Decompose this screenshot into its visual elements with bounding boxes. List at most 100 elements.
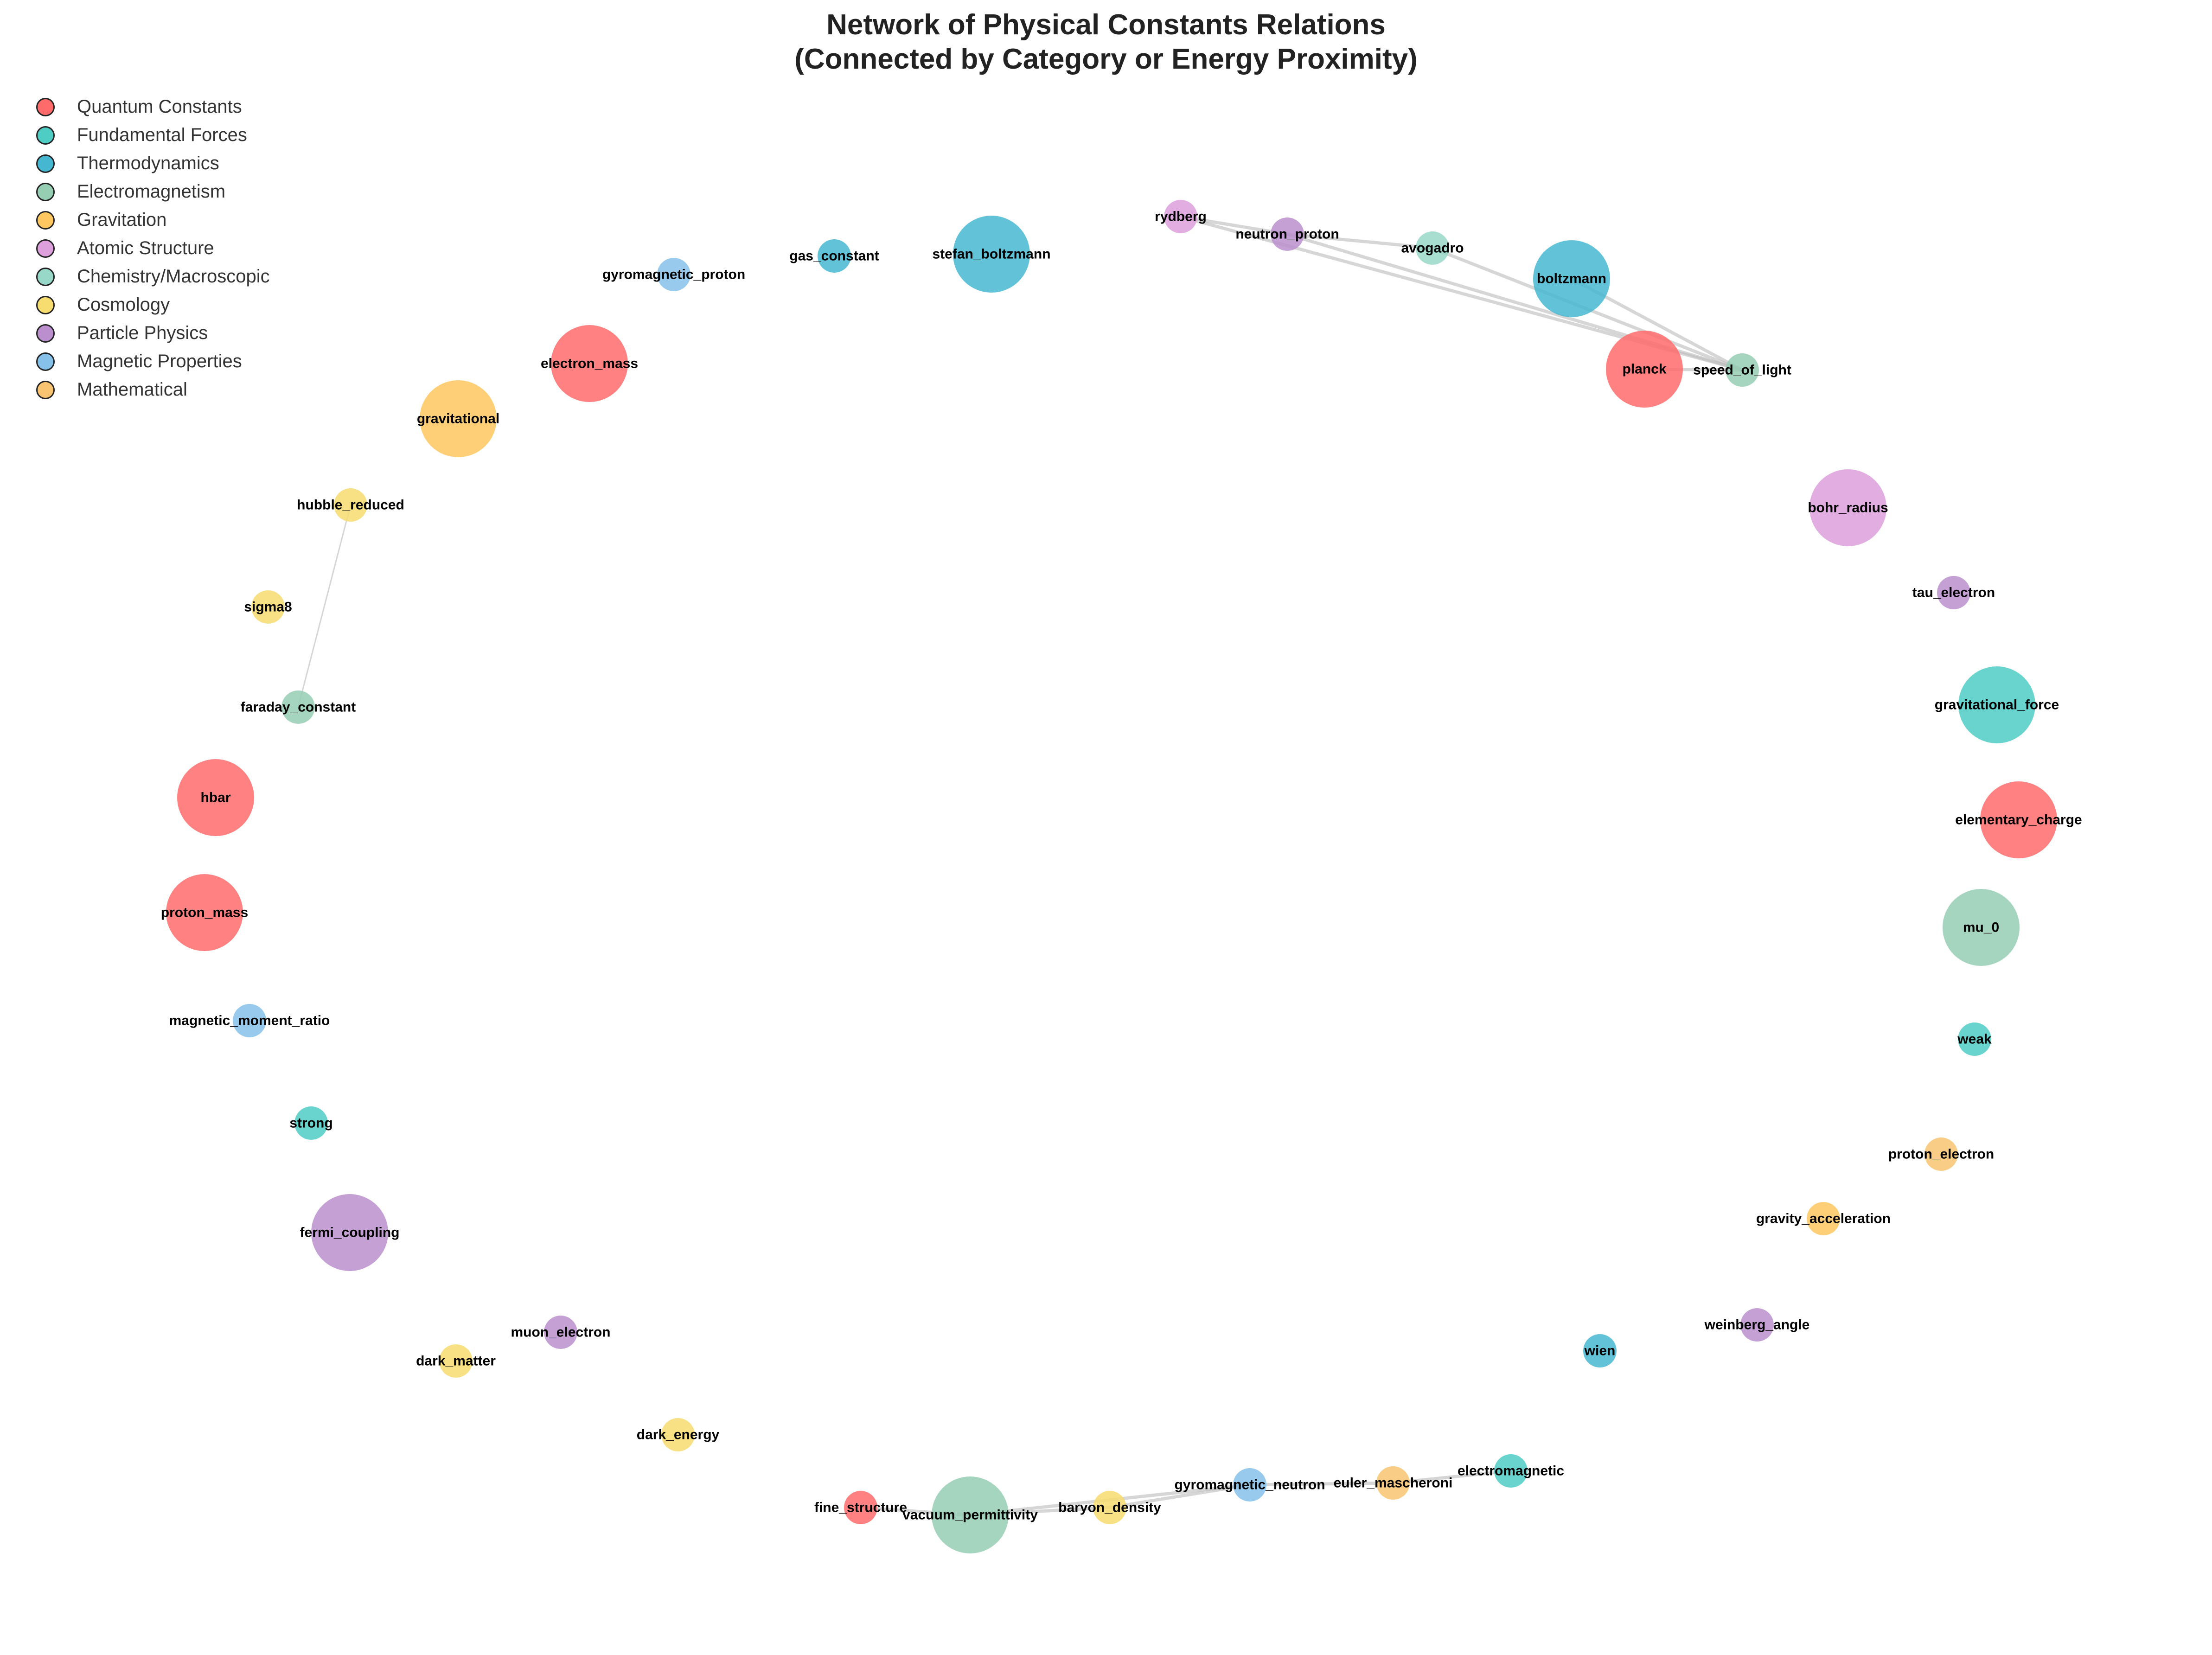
node-dark_matter[interactable]: dark_matter [416,1344,496,1378]
legend-swatch [36,182,55,201]
node-label-faraday_constant: faraday_constant [241,700,356,715]
node-bohr_radius[interactable]: bohr_radius [1808,469,1888,546]
node-circle-hubble_reduced[interactable] [334,488,367,522]
node-circle-magnetic_moment_ratio[interactable] [233,1004,266,1037]
node-circle-euler_mascheroni[interactable] [1376,1466,1410,1500]
node-circle-dark_energy[interactable] [661,1418,695,1451]
node-gas_constant[interactable]: gas_constant [789,239,879,273]
node-circle-boltzmann[interactable] [1533,240,1610,317]
chart-title-line1: Network of Physical Constants Relations [826,9,1386,41]
node-wien[interactable]: wien [1583,1334,1617,1367]
node-dark_energy[interactable]: dark_energy [637,1418,720,1451]
legend-item: Chemistry/Macroscopic [36,262,270,291]
node-circle-gravitational[interactable] [420,380,497,457]
node-circle-baryon_density[interactable] [1093,1491,1126,1524]
node-rydberg[interactable]: rydberg [1155,200,1207,233]
node-gyromagnetic_proton[interactable]: gyromagnetic_proton [602,258,745,291]
node-circle-gyromagnetic_proton[interactable] [657,258,690,291]
node-label-wien: wien [1584,1343,1616,1359]
node-fermi_coupling[interactable]: fermi_coupling [300,1194,400,1271]
node-circle-gyromagnetic_neutron[interactable] [1233,1468,1266,1502]
node-baryon_density[interactable]: baryon_density [1058,1491,1161,1524]
node-circle-gravity_acceleration[interactable] [1807,1202,1840,1235]
node-mu_0[interactable]: mu_0 [1943,889,2020,966]
node-avogadro[interactable]: avogadro [1401,231,1464,265]
node-stefan_boltzmann[interactable]: stefan_boltzmann [932,216,1051,293]
node-circle-gravitational_force[interactable] [1958,666,2035,743]
legend-item: Gravitation [36,206,270,234]
legend-label: Quantum Constants [77,96,242,117]
node-circle-fine_structure[interactable] [844,1491,877,1524]
node-circle-proton_electron[interactable] [1924,1137,1958,1171]
node-circle-gas_constant[interactable] [818,239,851,273]
node-elementary_charge[interactable]: elementary_charge [1955,781,2082,858]
node-circle-rydberg[interactable] [1164,200,1197,233]
legend-label: Chemistry/Macroscopic [77,266,270,287]
edge-rydberg-neutron_proton [1180,215,1288,236]
legend-item: Quantum Constants [36,93,270,121]
node-circle-vacuum_permittivity[interactable] [932,1476,1009,1553]
node-gravitational_force[interactable]: gravitational_force [1935,666,2059,743]
node-label-dark_matter: dark_matter [416,1354,496,1369]
node-faraday_constant[interactable]: faraday_constant [241,690,356,724]
node-vacuum_permittivity[interactable]: vacuum_permittivity [902,1476,1038,1553]
node-strong[interactable]: strong [289,1106,333,1140]
node-circle-electromagnetic[interactable] [1494,1454,1528,1488]
node-gravity_acceleration[interactable]: gravity_acceleration [1756,1202,1891,1235]
legend-swatch [36,324,55,343]
legend-label: Cosmology [77,294,170,315]
node-boltzmann[interactable]: boltzmann [1533,240,1610,317]
node-planck[interactable]: planck [1606,331,1683,408]
node-weak[interactable]: weak [1957,1022,1992,1056]
node-proton_mass[interactable]: proton_mass [161,874,248,951]
node-circle-speed_of_light[interactable] [1726,353,1759,387]
node-circle-stefan_boltzmann[interactable] [953,216,1030,293]
node-magnetic_moment_ratio[interactable]: magnetic_moment_ratio [169,1004,330,1037]
node-circle-bohr_radius[interactable] [1809,469,1886,546]
edge-layer [297,215,1743,1517]
node-label-weinberg_angle: weinberg_angle [1704,1317,1810,1333]
node-circle-fermi_coupling[interactable] [311,1194,388,1271]
node-circle-sigma8[interactable] [251,590,285,624]
node-label-fine_structure: fine_structure [814,1500,907,1515]
node-sigma8[interactable]: sigma8 [244,590,292,624]
node-circle-mu_0[interactable] [1943,889,2020,966]
legend-item: Thermodynamics [36,149,270,178]
node-muon_electron[interactable]: muon_electron [511,1316,611,1349]
node-circle-tau_electron[interactable] [1937,576,1970,609]
edge-hubble_reduced-faraday_constant [297,505,352,708]
node-circle-elementary_charge[interactable] [1980,781,2057,858]
legend-item: Cosmology [36,291,270,319]
node-hbar[interactable]: hbar [177,759,254,836]
edge-baryon_density-gyromagnetic_neutron [1109,1483,1250,1509]
node-label-baryon_density: baryon_density [1058,1500,1161,1515]
node-hubble_reduced[interactable]: hubble_reduced [297,488,404,522]
node-circle-faraday_constant[interactable] [281,690,315,724]
node-electron_mass[interactable]: electron_mass [541,325,638,402]
node-circle-dark_matter[interactable] [439,1344,473,1378]
node-label-bohr_radius: bohr_radius [1808,500,1888,516]
node-circle-planck[interactable] [1606,331,1683,408]
node-gravitational[interactable]: gravitational [417,380,499,457]
node-gyromagnetic_neutron[interactable]: gyromagnetic_neutron [1174,1468,1325,1502]
node-electromagnetic[interactable]: electromagnetic [1458,1454,1564,1488]
node-tau_electron[interactable]: tau_electron [1912,576,1995,609]
node-proton_electron[interactable]: proton_electron [1888,1137,1994,1171]
node-circle-wien[interactable] [1583,1334,1617,1367]
node-circle-weinberg_angle[interactable] [1740,1308,1774,1342]
node-fine_structure[interactable]: fine_structure [814,1491,907,1524]
node-circle-strong[interactable] [294,1106,328,1140]
node-circle-neutron_proton[interactable] [1271,217,1304,251]
node-speed_of_light[interactable]: speed_of_light [1693,353,1791,387]
node-circle-avogadro[interactable] [1416,231,1449,265]
node-neutron_proton[interactable]: neutron_proton [1235,217,1339,251]
node-circle-muon_electron[interactable] [544,1316,577,1349]
node-euler_mascheroni[interactable]: euler_mascheroni [1334,1466,1453,1500]
node-circle-hbar[interactable] [177,759,254,836]
node-circle-proton_mass[interactable] [166,874,243,951]
node-label-neutron_proton: neutron_proton [1235,227,1339,242]
node-circle-weak[interactable] [1958,1022,1991,1056]
node-weinberg_angle[interactable]: weinberg_angle [1704,1308,1810,1342]
node-circle-electron_mass[interactable] [551,325,628,402]
